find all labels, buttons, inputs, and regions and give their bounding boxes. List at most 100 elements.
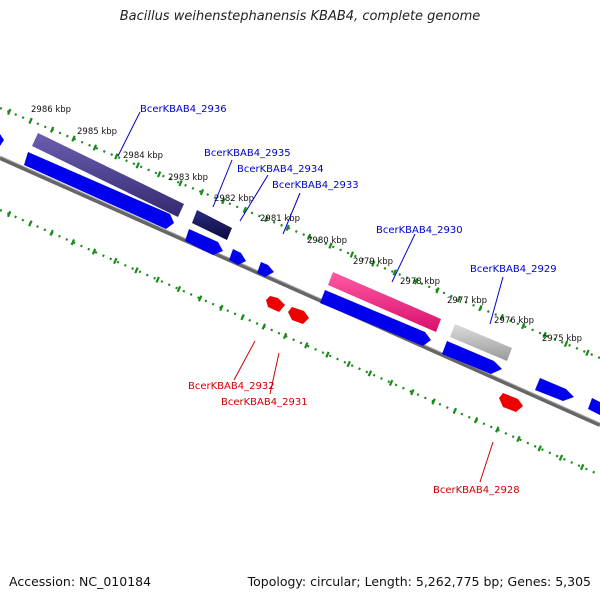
reverse-gene-arrow-2928[interactable]: [499, 393, 523, 412]
tick-labels: 2986 kbp 2985 kbp 2984 kbp 2983 kbp 2982…: [31, 105, 582, 344]
gene-label-2935[interactable]: BcerKBAB4_2935: [204, 148, 291, 159]
tick-mark: [264, 215, 269, 223]
map-title: Bacillus weihenstephanensis KBAB4, compl…: [119, 9, 481, 24]
tick-label: 2985 kbp: [77, 127, 117, 137]
forward-gene-arrow-edge[interactable]: [0, 134, 4, 146]
cog-bar-2929: [450, 324, 512, 361]
tick-mark: [71, 135, 76, 142]
tick-mark: [349, 251, 355, 258]
tick-mark: [346, 360, 351, 368]
tick-mark: [49, 229, 54, 236]
tick-mark: [495, 426, 500, 433]
tick-mark: [579, 463, 585, 471]
tick-label: 2976 kbp: [494, 316, 534, 326]
tick-mark: [240, 313, 245, 321]
leader-2929: [489, 276, 504, 325]
genome-backbone: [0, 156, 600, 427]
tick-mark: [473, 417, 479, 424]
tick-mark: [49, 126, 55, 133]
leader-2932: [233, 340, 256, 381]
tick-mark: [478, 304, 483, 312]
tick-mark: [114, 153, 119, 160]
gene-label-2929[interactable]: BcerKBAB4_2929: [470, 264, 557, 275]
tick-label: 2981 kbp: [260, 214, 300, 224]
tick-mark: [134, 267, 139, 274]
tick-mark: [325, 351, 330, 358]
tick-mark: [456, 296, 462, 303]
tick-mark: [91, 248, 97, 255]
tick-mark: [304, 342, 309, 349]
tick-mark: [219, 304, 224, 311]
gene-label-2932[interactable]: BcerKBAB4_2932: [188, 381, 275, 392]
gene-label-2934[interactable]: BcerKBAB4_2934: [237, 164, 324, 175]
tick-mark: [585, 349, 590, 356]
forward-gene-arrow-2930[interactable]: [320, 290, 431, 346]
forward-gene-arrow-2929[interactable]: [442, 341, 502, 374]
genome-summary-text: Topology: circular; Length: 5,262,775 bp…: [247, 574, 591, 589]
tick-label: 2984 kbp: [123, 151, 163, 161]
forward-gene-arrow-2933[interactable]: [257, 262, 274, 277]
tick-mark: [558, 454, 564, 461]
leader-2931: [269, 352, 280, 395]
tick-mark: [282, 332, 288, 340]
tick-label: 2977 kbp: [447, 296, 487, 306]
tick-mark: [92, 144, 98, 151]
gene-label-2930[interactable]: BcerKBAB4_2930: [376, 225, 463, 236]
tick-mark: [431, 398, 436, 405]
cog-bar-2935: [192, 210, 232, 240]
tick-label: 2983 kbp: [168, 173, 208, 183]
forward-gene-arrow-2936[interactable]: [24, 152, 174, 229]
gene-label-2936[interactable]: BcerKBAB4_2936: [140, 104, 227, 115]
tick-mark: [242, 206, 247, 214]
reverse-gene-arrow-2932[interactable]: [266, 296, 285, 312]
tick-mark: [371, 260, 376, 267]
genome-backbone-highlight: [0, 155, 600, 424]
forward-gene-arrow-2935[interactable]: [185, 229, 223, 255]
tick-label: 2980 kbp: [307, 236, 347, 246]
tick-label: 2979 kbp: [353, 257, 393, 267]
leader-2935: [212, 159, 233, 208]
tick-mark: [113, 257, 118, 265]
tick-mark: [261, 323, 267, 330]
tick-mark: [328, 242, 333, 249]
tick-mark: [28, 220, 33, 227]
leader-2933: [282, 192, 301, 235]
tick-mark: [221, 197, 226, 205]
cog-bar-2930: [328, 272, 441, 332]
cog-bar-2936: [32, 133, 184, 217]
tick-mark: [178, 180, 183, 187]
reverse-gene-arrow-2931[interactable]: [288, 307, 309, 324]
forward-gene-arrow-2934[interactable]: [229, 249, 246, 265]
tick-mark: [285, 224, 290, 232]
tick-mark: [306, 233, 312, 240]
leader-2934: [239, 174, 269, 222]
forward-gene-arrow-next[interactable]: [535, 378, 574, 401]
tick-mark: [452, 407, 458, 415]
tick-mark: [28, 117, 33, 124]
tick-label: 2975 kbp: [542, 334, 582, 344]
leader-2928: [479, 441, 494, 483]
tick-mark: [7, 108, 12, 116]
gene-label-2931[interactable]: BcerKBAB4_2931: [221, 397, 308, 408]
accession-text: Accession: NC_010184: [9, 574, 152, 589]
tick-mark: [156, 171, 162, 178]
tick-mark: [135, 162, 140, 169]
leader-2936: [117, 111, 141, 157]
tick-label: 2986 kbp: [31, 105, 71, 115]
tick-label: 2978 kbp: [400, 277, 440, 287]
tick-mark: [521, 322, 526, 330]
tick-mark: [499, 313, 504, 321]
tick-label: 2982 kbp: [214, 194, 254, 204]
label-leader-lines: [117, 111, 504, 483]
gene-label-2933[interactable]: BcerKBAB4_2933: [272, 180, 359, 191]
tick-mark: [155, 276, 160, 283]
leader-2930: [391, 233, 416, 283]
tick-mark: [388, 379, 394, 386]
forward-gene-arrow-edge-right[interactable]: [588, 398, 600, 415]
tick-mark: [410, 388, 415, 396]
tick-mark: [392, 269, 397, 276]
tick-mark: [413, 278, 419, 285]
gene-label-2928[interactable]: BcerKBAB4_2928: [433, 485, 520, 496]
tick-mark: [176, 285, 182, 293]
